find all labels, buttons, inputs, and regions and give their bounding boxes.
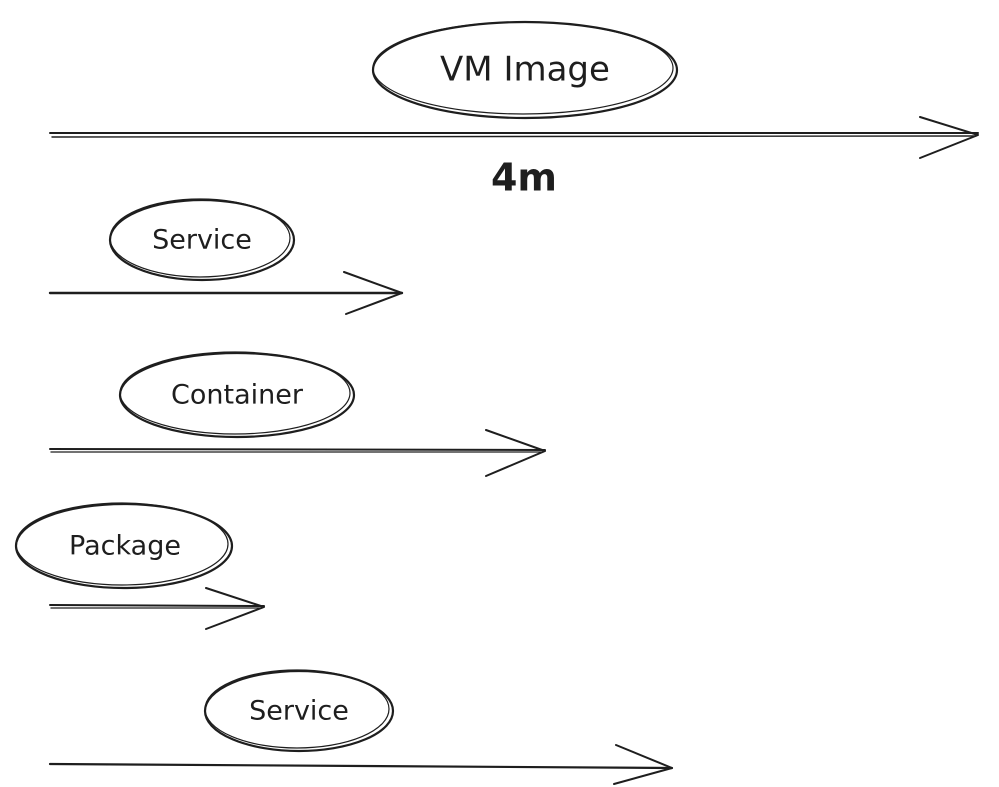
vm-image-duration: 4m <box>491 156 557 200</box>
row-service-1: Service <box>48 198 404 315</box>
vm-image-arrow <box>49 116 979 159</box>
service-2-arrow-shaft <box>48 762 674 770</box>
package-ellipse-sketch <box>15 502 229 586</box>
row-container: Container <box>49 351 546 477</box>
service-2-arrow-head <box>613 744 673 785</box>
row-service-2: Service <box>48 669 674 785</box>
vm-image-arrow-head <box>919 116 979 159</box>
package-arrow-shaft <box>49 604 265 607</box>
service-2-ellipse-sketch <box>204 669 390 749</box>
service-1-arrow-head <box>343 271 403 315</box>
vm-image-arrow-shaft-sketch <box>51 135 977 138</box>
service-1-label: Service <box>152 225 252 256</box>
vm-image-group: VM Image 4m <box>49 20 979 200</box>
container-arrow-head <box>485 429 546 477</box>
vm-image-ellipse-sketch <box>372 21 674 115</box>
container-ellipse-sketch <box>119 351 351 435</box>
package-arrow-head <box>205 587 265 630</box>
service-2-label: Service <box>249 696 349 727</box>
container-arrow-shaft <box>49 448 546 451</box>
container-label: Container <box>171 380 304 411</box>
row-package: Package <box>14 502 265 630</box>
package-label: Package <box>69 531 181 562</box>
service-1-ellipse-sketch <box>109 198 291 278</box>
vm-image-label: VM Image <box>440 50 610 90</box>
